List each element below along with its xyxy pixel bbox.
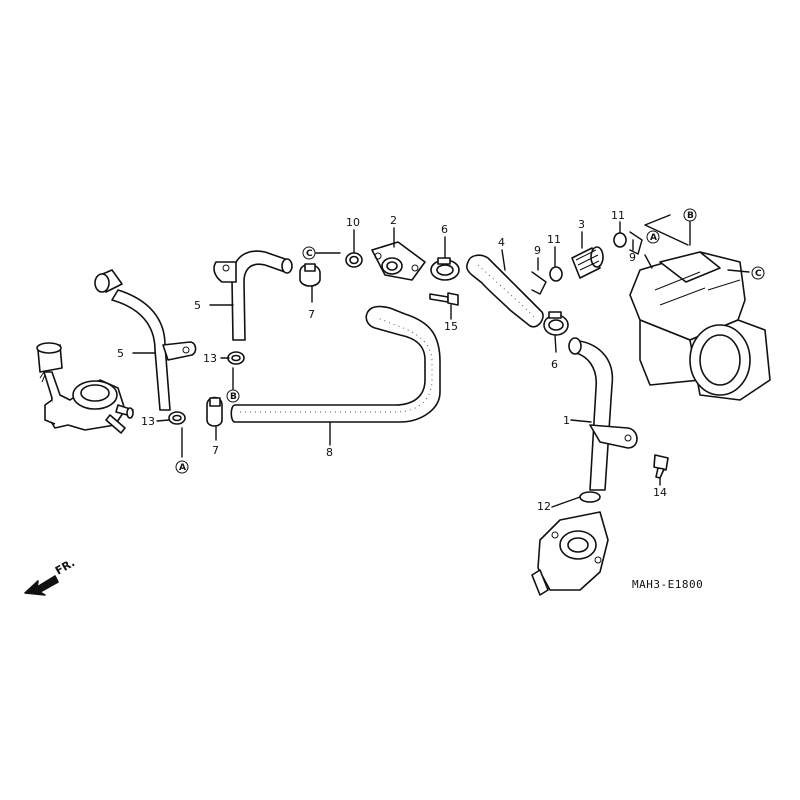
- marker-a-left: A: [175, 460, 189, 474]
- svg-text:C: C: [755, 269, 762, 279]
- callout-numbers: 1 2 3 4 5 5 6 6 7 7 8 9 9 10 11 11 12 13…: [117, 209, 667, 513]
- callout-7-upper: 7: [308, 308, 315, 321]
- water-pipe-1: [568, 337, 638, 491]
- callout-1: 1: [563, 414, 570, 427]
- water-joint-3: [571, 246, 604, 279]
- water-hose-8: [230, 305, 441, 423]
- svg-text:B: B: [230, 392, 237, 402]
- callout-7-lower: 7: [212, 444, 219, 457]
- callout-2: 2: [390, 214, 397, 227]
- water-hose-4: [466, 254, 544, 328]
- reference-markers: A B C A B C: [175, 208, 765, 474]
- front-direction-arrow: FR.: [24, 556, 77, 596]
- callout-9-right: 9: [629, 251, 636, 264]
- callout-9-left: 9: [534, 244, 541, 257]
- diagram-code: MAH3-E1800: [632, 578, 703, 591]
- clip-9-right: [629, 231, 643, 255]
- thermostat-housing: [36, 342, 134, 434]
- o-ring-11-left: [549, 266, 563, 282]
- o-ring-10: [345, 252, 363, 268]
- clip-9-left: [531, 271, 547, 295]
- front-direction-label: FR.: [53, 556, 77, 577]
- callout-8: 8: [326, 446, 333, 459]
- water-pump-housing: [531, 511, 609, 596]
- callout-3: 3: [578, 218, 585, 231]
- callout-12: 12: [537, 500, 551, 513]
- hose-clamp-6-upper: [430, 257, 460, 281]
- bolt-14: [653, 454, 669, 479]
- svg-text:B: B: [687, 211, 694, 221]
- o-ring-13-lower: [168, 411, 186, 425]
- callout-10: 10: [346, 216, 360, 229]
- callout-5-upper: 5: [194, 299, 201, 312]
- o-ring-11-right: [613, 232, 627, 248]
- engine-block: [629, 251, 771, 401]
- marker-b-right: B: [683, 208, 697, 222]
- callout-4: 4: [498, 236, 505, 249]
- hose-clamp-7-upper: [299, 263, 321, 287]
- marker-b-left: B: [226, 389, 240, 403]
- callout-13-lower: 13: [141, 415, 155, 428]
- o-ring-13-upper: [227, 351, 245, 365]
- svg-text:A: A: [650, 233, 657, 243]
- callout-15: 15: [444, 320, 458, 333]
- svg-text:A: A: [179, 463, 186, 473]
- o-ring-12: [579, 491, 601, 503]
- hose-clamp-7-lower: [206, 396, 223, 427]
- bolt-15: [429, 292, 459, 306]
- marker-c-left: C: [302, 246, 316, 260]
- water-pipe-5-upper: [213, 250, 293, 341]
- callout-11-left: 11: [547, 233, 561, 246]
- callout-5-lower: 5: [117, 347, 124, 360]
- marker-c-right: C: [751, 266, 765, 280]
- callout-6-upper: 6: [441, 223, 448, 236]
- hose-clamp-6-lower: [543, 311, 569, 336]
- marker-a-right: A: [646, 230, 660, 244]
- callout-13-upper: 13: [203, 352, 217, 365]
- leader-lines: [132, 214, 750, 508]
- water-pipe-5-left: [94, 269, 197, 411]
- water-joint-2: [371, 241, 426, 281]
- svg-text:C: C: [306, 249, 313, 259]
- callout-6-lower: 6: [551, 358, 558, 371]
- callout-11-right: 11: [611, 209, 625, 222]
- callout-14: 14: [653, 486, 667, 499]
